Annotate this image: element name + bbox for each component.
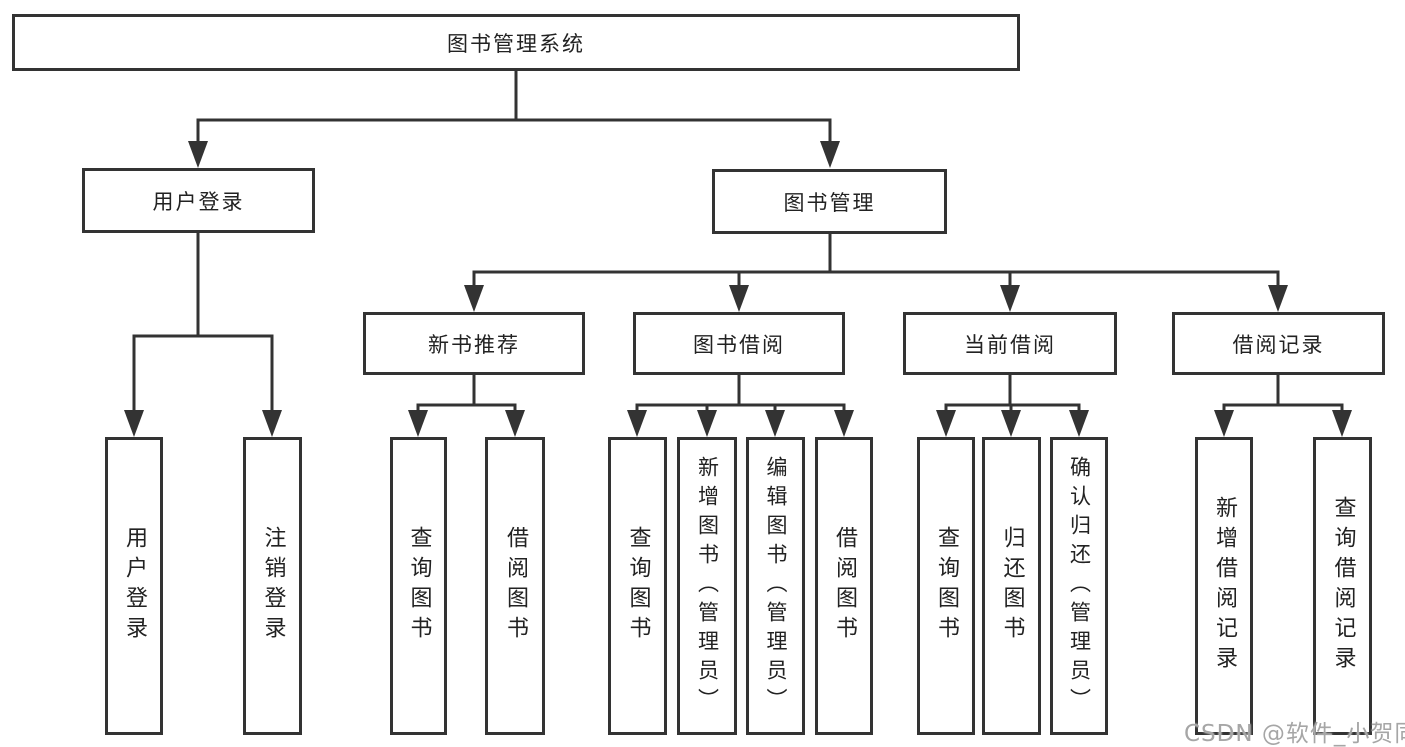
arrowhead-icon xyxy=(627,410,647,437)
arrowhead-icon xyxy=(262,410,282,437)
arrowhead-icon xyxy=(1332,410,1352,437)
arrowhead-icon xyxy=(1069,410,1089,437)
leaf-user-login: 用户登录 xyxy=(105,437,163,735)
leaf-logout: 注销登录 xyxy=(243,437,302,735)
leaf-query-books-borrowing: 查询图书 xyxy=(608,437,667,735)
leaf-query-borrow-record: 查询借阅记录 xyxy=(1313,437,1372,735)
arrowhead-icon xyxy=(188,141,208,168)
node-book-management: 图书管理 xyxy=(712,169,947,234)
leaf-query-books-recommend: 查询图书 xyxy=(390,437,447,735)
connector-line xyxy=(132,334,274,413)
node-borrowing-records: 借阅记录 xyxy=(1172,312,1385,375)
arrowhead-icon xyxy=(1001,410,1021,437)
csdn-watermark: CSDN @软件_小贺同学 xyxy=(1184,721,1405,747)
arrowhead-icon xyxy=(408,410,428,437)
node-book-borrowing: 图书借阅 xyxy=(633,312,845,375)
arrowhead-icon xyxy=(1214,410,1234,437)
arrowhead-icon xyxy=(820,141,840,168)
connector-line xyxy=(416,403,517,413)
node-current-borrowing: 当前借阅 xyxy=(903,312,1117,375)
connector-line xyxy=(635,403,846,413)
arrowhead-icon xyxy=(765,410,785,437)
node-new-book-recommend: 新书推荐 xyxy=(363,312,585,375)
arrowhead-icon xyxy=(729,285,749,312)
leaf-add-borrow-record: 新增借阅记录 xyxy=(1195,437,1253,735)
leaf-edit-books-admin: 编辑图书（管理员） xyxy=(746,437,805,735)
connector-line xyxy=(944,403,1081,413)
node-user-login: 用户登录 xyxy=(82,168,315,233)
leaf-query-books-current: 查询图书 xyxy=(917,437,975,735)
arrowhead-icon xyxy=(1000,285,1020,312)
node-library-management-system: 图书管理系统 xyxy=(12,14,1020,71)
connector-line xyxy=(472,270,1280,290)
connector-line xyxy=(196,118,832,143)
arrowhead-icon xyxy=(464,285,484,312)
leaf-confirm-return-admin: 确认归还（管理员） xyxy=(1050,437,1108,735)
connector-line xyxy=(1222,403,1344,413)
leaf-return-books: 归还图书 xyxy=(982,437,1041,735)
leaf-add-books-admin: 新增图书（管理员） xyxy=(677,437,737,735)
arrowhead-icon xyxy=(936,410,956,437)
arrowhead-icon xyxy=(1268,285,1288,312)
arrowhead-icon xyxy=(124,410,144,437)
leaf-borrow-books: 借阅图书 xyxy=(815,437,873,735)
arrowhead-icon xyxy=(834,410,854,437)
arrowhead-icon xyxy=(505,410,525,437)
arrowhead-icon xyxy=(697,410,717,437)
leaf-borrow-books-recommend: 借阅图书 xyxy=(485,437,545,735)
